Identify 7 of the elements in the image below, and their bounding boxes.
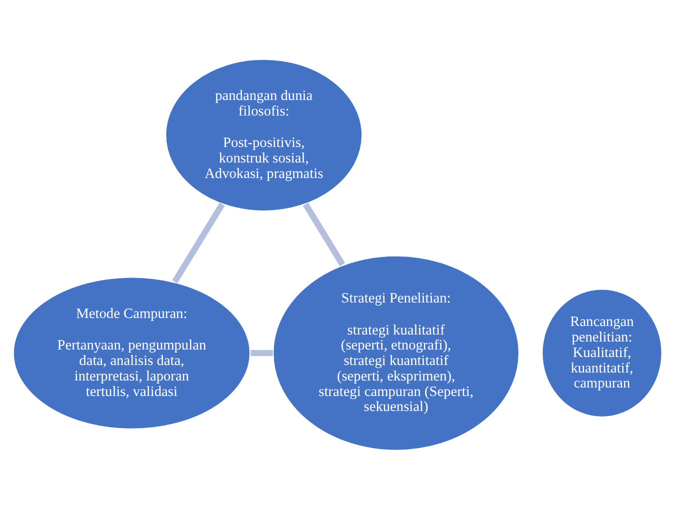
connector [302,202,346,266]
connector [250,350,273,356]
node-circle: Rancangan penelitian: Kualitatif, kuantitatif, campuran [540,288,664,419]
node-ellipse: Metode Campuran: Pertanyaan, pengumpulan data, analisis data, interpretasi, laporan tertulis, validasi [12,276,252,430]
connector [172,202,225,284]
node-ellipse: pandangan dunia filosofis: Post-positivis, konstruk sosial, Advokasi, pragmatis [164,58,364,212]
node-ellipse: Strategi Penelitian: strategi kualitatif (seperti, etnografi), strategi kuantitatif (seperti, eksprimen), strategi campuran (Seperti, sekuensial) [272,254,520,452]
